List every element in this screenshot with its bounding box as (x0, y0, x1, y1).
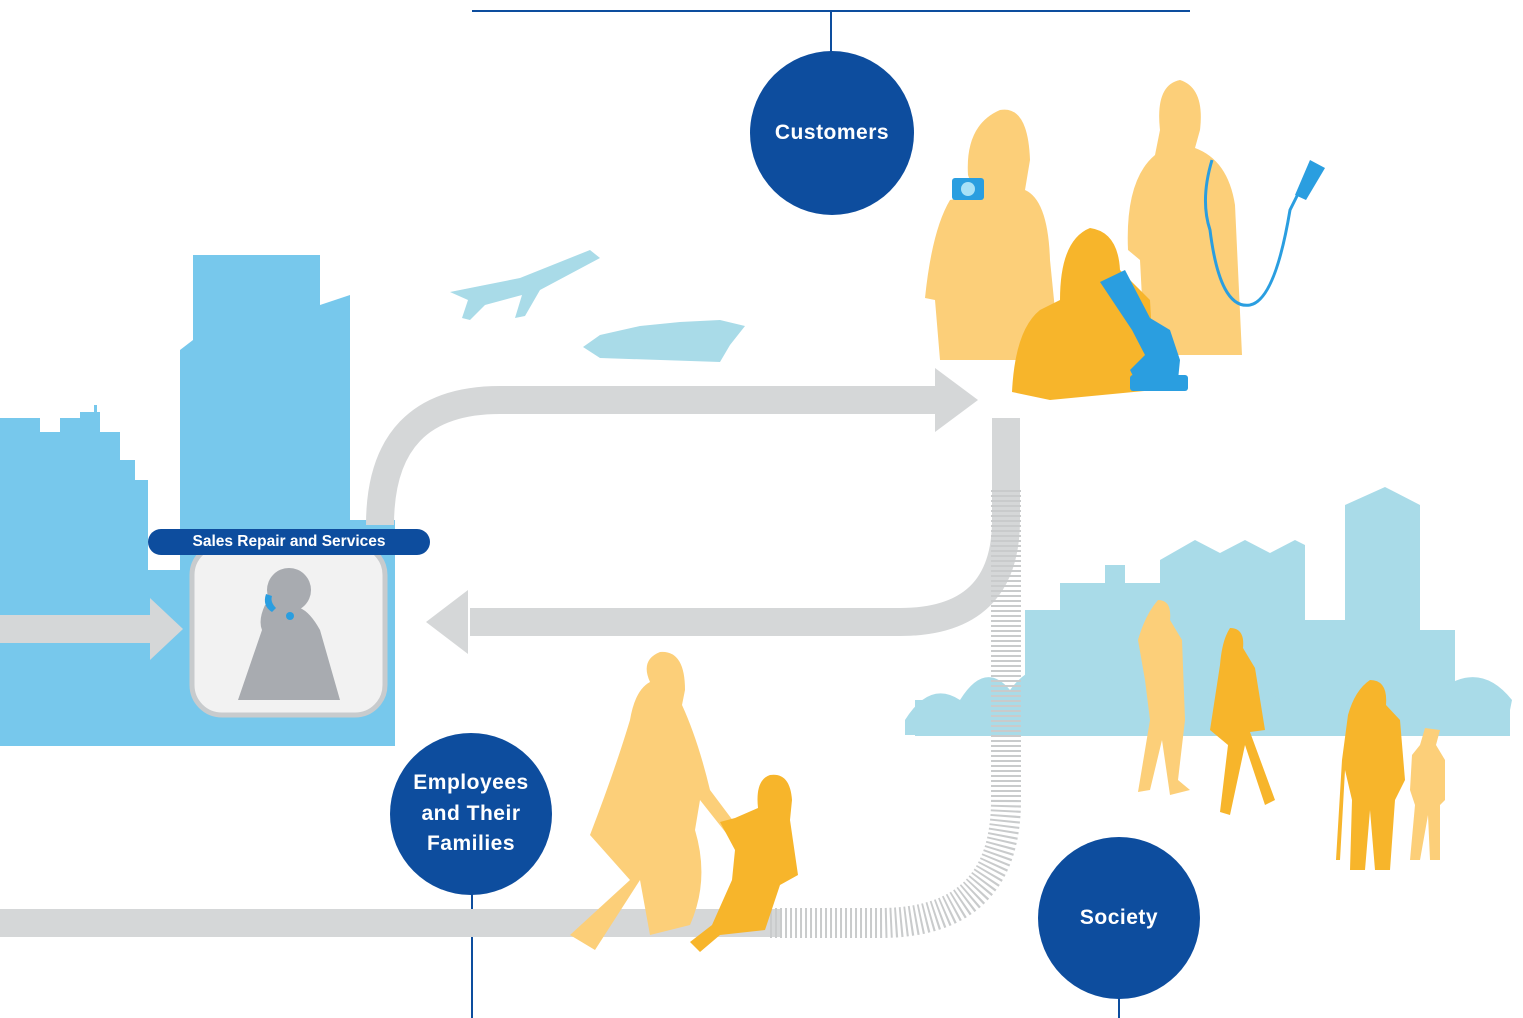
society-people (1138, 600, 1445, 870)
arrow-heads (150, 368, 978, 660)
arrowhead-left-middle (426, 590, 468, 654)
flow-arrows (0, 386, 1020, 937)
mother-and-child (570, 651, 798, 952)
camera-icon (952, 178, 984, 200)
society-label: Society (1079, 906, 1159, 929)
operator-body (238, 605, 340, 700)
customers-node: Customers (750, 51, 914, 215)
sales-repair-label: Sales Repair and Services (148, 529, 430, 555)
antenna (94, 405, 97, 425)
arrowhead-right-top (935, 368, 978, 432)
customers-people (925, 80, 1325, 400)
child-silhouette (690, 774, 798, 952)
child-with-hat (1410, 728, 1445, 860)
city-buildings (1025, 487, 1455, 700)
society-node: Society (1038, 837, 1200, 999)
sales-repair-text: Sales Repair and Services (192, 533, 386, 550)
phone-operator-figure (238, 568, 340, 700)
employees-node: Employees and Their Families (390, 733, 552, 895)
employees-label: Employees and Their Families (413, 771, 529, 856)
walking-man (1138, 600, 1190, 795)
arrow-from-customers (470, 418, 1020, 636)
arrowhead-right-left (150, 598, 183, 660)
short-building (0, 412, 148, 746)
ship-icon (583, 320, 745, 362)
microscope-icon (1100, 270, 1188, 391)
walking-woman (1210, 628, 1275, 815)
man-with-endoscope (1127, 80, 1242, 355)
customers-label: Customers (774, 121, 890, 144)
operator-head (267, 568, 311, 612)
endoscope-icon (1203, 159, 1325, 307)
dashed-road (770, 490, 1021, 938)
woman-with-camera (925, 109, 1060, 360)
elderly-man (1336, 680, 1405, 870)
mother-silhouette (570, 651, 740, 950)
airplane-icon (450, 250, 600, 320)
microscope-user (1012, 228, 1155, 400)
arrow-to-customers (366, 386, 940, 526)
phone-icon (264, 594, 294, 620)
